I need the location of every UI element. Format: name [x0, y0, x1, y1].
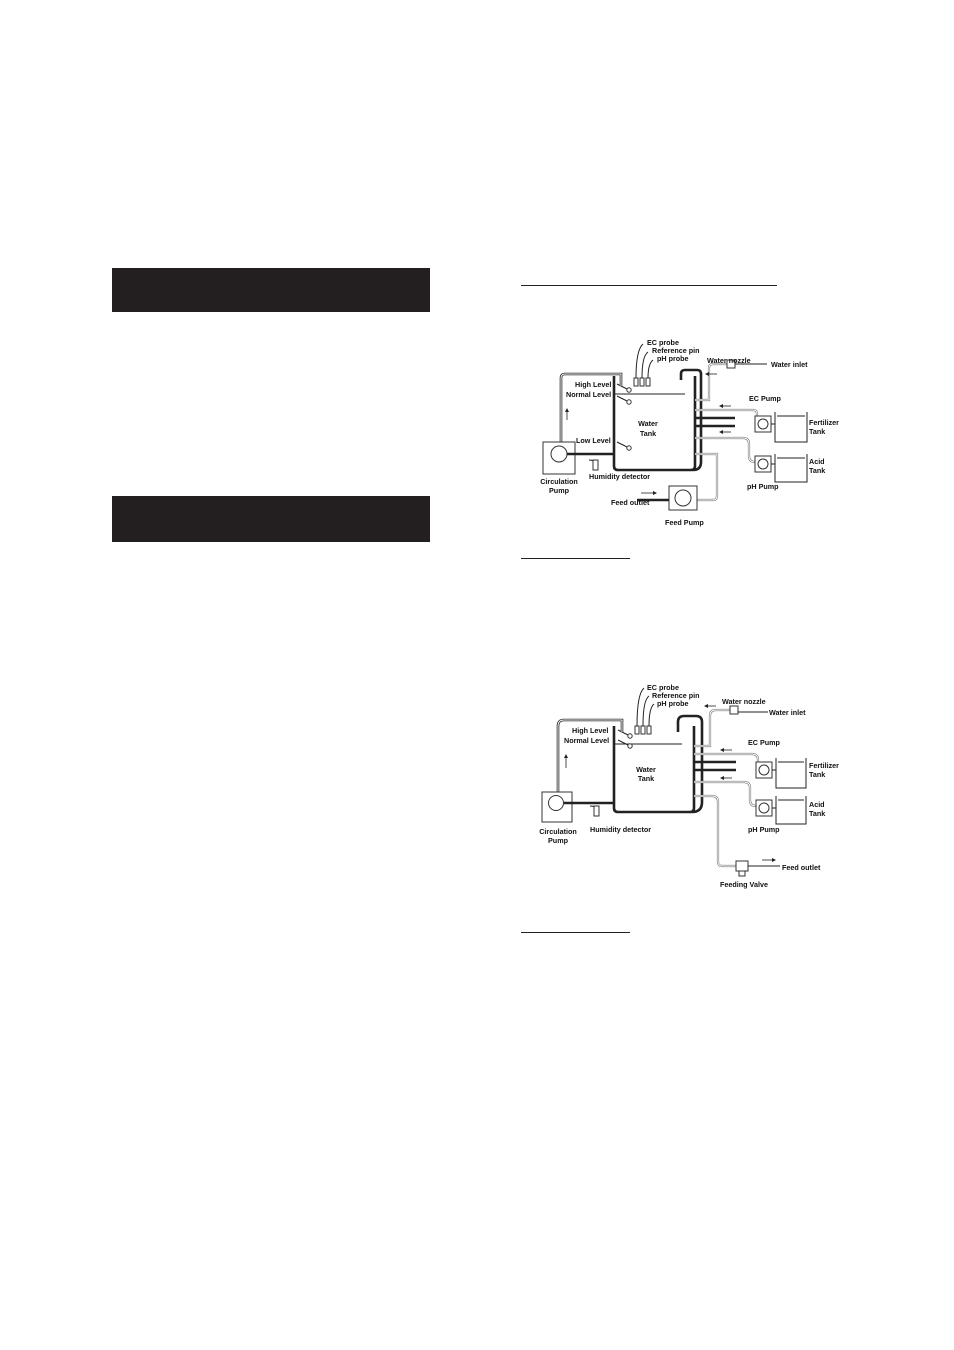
water-tank-label-1: Water [636, 765, 656, 774]
acid-tank [774, 454, 808, 483]
ph-line [695, 436, 756, 464]
caption-rule-1 [521, 285, 777, 286]
feeding-valve [735, 860, 749, 872]
reference-pin-label: Reference pin [652, 346, 700, 355]
ph-pump-label: pH Pump [747, 482, 779, 491]
fertilizer-tank [775, 758, 807, 789]
probe-group [633, 343, 654, 387]
level-switches [617, 729, 633, 749]
feed-line [695, 452, 719, 502]
fertilizer-tank-label-1: Fertilizer [809, 418, 839, 427]
humidity-detector-label: Humidity detector [590, 825, 651, 834]
water-tank-outline [612, 376, 697, 472]
ph-probe-label: pH probe [657, 699, 689, 708]
high-level-label: High Level [575, 380, 611, 389]
feed-pump-label: Feed Pump [665, 518, 704, 527]
water-tank-label-1: Water [638, 419, 658, 428]
fertilizer-tank [774, 412, 808, 443]
feed-outlet-label: Feed outlet [782, 863, 821, 872]
acid-tank-label-1: Acid [809, 457, 825, 466]
acid-tank-label-2: Tank [809, 809, 825, 818]
vertical-drain-pipe [679, 368, 703, 472]
water-nozzle-label: Water nozzle [707, 356, 751, 365]
water-nozzle-label: Water nozzle [722, 697, 766, 706]
water-inlet-label: Water inlet [769, 708, 806, 717]
fertilizer-tank-label-1: Fertilizer [809, 761, 839, 770]
feed-pump-system-diagram: Water Tank EC probe Reference pin pH pro… [540, 338, 839, 527]
feeding-valve-label: Feeding Valve [720, 880, 768, 889]
circulation-pump-label-1: Circulation [540, 477, 578, 486]
acid-tank [775, 796, 807, 825]
section-header-bar-2 [112, 496, 430, 542]
section-header-bar-1 [112, 268, 430, 312]
high-level-label: High Level [572, 726, 608, 735]
humidity-detector-label: Humidity detector [589, 472, 650, 481]
water-tank-outline [612, 726, 696, 814]
circulation-pump-label-2: Pump [548, 836, 569, 845]
water-inlet-label: Water inlet [771, 360, 808, 369]
low-level-label: Low Level [576, 436, 611, 445]
ec-pump-label: EC Pump [749, 394, 782, 403]
circulation-pump-label-2: Pump [549, 486, 570, 495]
ec-probe-label: EC probe [647, 338, 679, 347]
normal-level-label: Normal Level [564, 736, 609, 745]
fertilizer-tank-label-2: Tank [809, 427, 825, 436]
caption-rule-2 [521, 558, 630, 559]
ph-probe-label: pH probe [657, 354, 689, 363]
feeding-valve-system-diagram: Water Tank EC probe Reference pin pH pro… [539, 683, 839, 889]
water-tank-label-2: Tank [638, 774, 654, 783]
water-nozzle [729, 705, 739, 715]
circulation-pump-label-1: Circulation [539, 827, 577, 836]
acid-tank-label-1: Acid [809, 800, 825, 809]
ph-pump-label: pH Pump [748, 825, 780, 834]
ec-pump-label: EC Pump [748, 738, 781, 747]
water-tank-label-2: Tank [640, 429, 656, 438]
acid-tank-label-2: Tank [809, 466, 825, 475]
ec-probe-label: EC probe [647, 683, 679, 692]
humidity-detector [592, 459, 599, 471]
reference-pin-label: Reference pin [652, 691, 700, 700]
caption-rule-3 [521, 932, 630, 933]
vertical-drain-pipe [676, 714, 704, 814]
feed-outlet-label: Feed outlet [611, 498, 650, 507]
fertilizer-tank-label-2: Tank [809, 770, 825, 779]
level-switches [616, 383, 632, 451]
normal-level-label: Normal Level [566, 390, 611, 399]
probe-group [634, 687, 655, 735]
humidity-detector [593, 805, 600, 817]
